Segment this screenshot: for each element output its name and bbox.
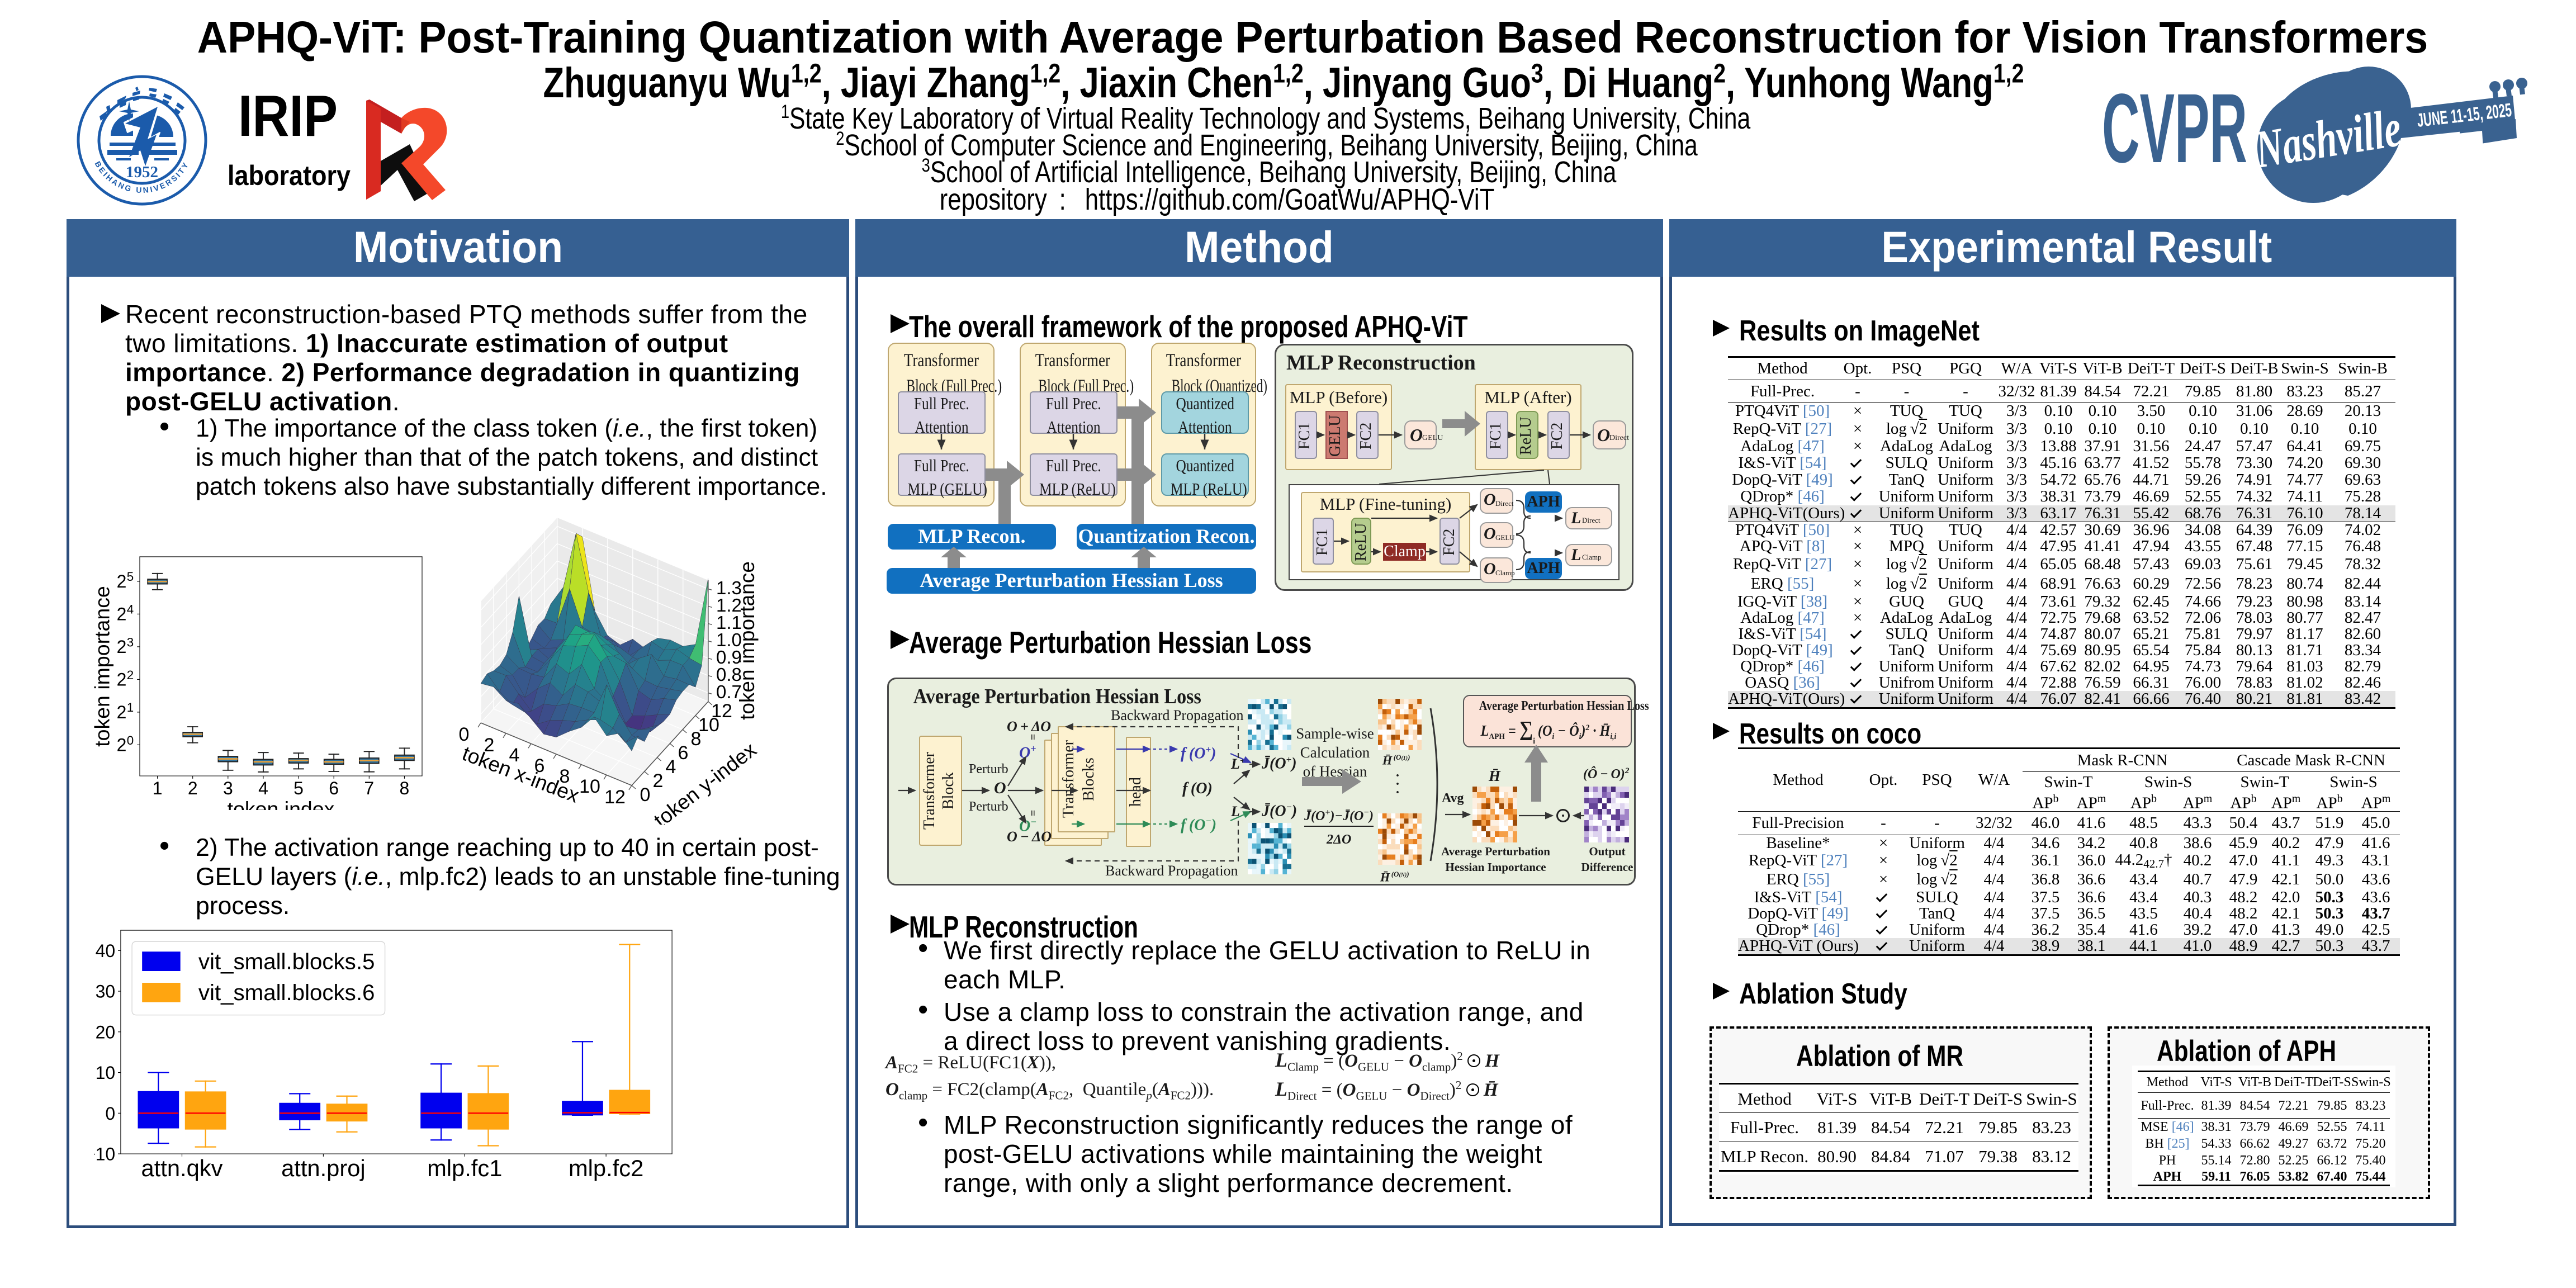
svg-text:4: 4 [509, 745, 520, 766]
svg-text:1.3: 1.3 [716, 577, 742, 598]
svg-text:vit_small.blocks.5: vit_small.blocks.5 [198, 949, 375, 974]
svg-text:12: 12 [711, 700, 732, 722]
svg-text:2 3: 2 3 [117, 635, 134, 657]
svg-text:attn.qkv: attn.qkv [141, 1155, 223, 1181]
svg-text:mlp.fc2: mlp.fc2 [569, 1155, 643, 1181]
svg-text:1952: 1952 [126, 163, 158, 181]
svg-text:2 4: 2 4 [117, 603, 134, 624]
svg-text:30: 30 [96, 982, 116, 1002]
svg-text:2 2: 2 2 [117, 668, 134, 690]
svg-text:token importance: token importance [90, 586, 113, 747]
svg-text:6: 6 [678, 742, 689, 764]
svg-text:0: 0 [640, 784, 651, 806]
svg-text:0.7: 0.7 [716, 681, 742, 702]
svg-text:token importance: token importance [736, 561, 759, 720]
svg-text:0.9: 0.9 [716, 647, 742, 667]
svg-text:8: 8 [560, 766, 570, 787]
svg-text:2: 2 [484, 735, 495, 756]
svg-text:1.2: 1.2 [716, 595, 742, 615]
svg-text:2: 2 [188, 778, 198, 798]
svg-text:CVPR: CVPR [2102, 74, 2247, 183]
svg-text:token index: token index [228, 797, 335, 810]
svg-text:40: 40 [96, 941, 116, 961]
svg-text:4: 4 [666, 756, 676, 778]
svg-text:1.0: 1.0 [716, 629, 742, 650]
svg-text:12: 12 [604, 787, 626, 808]
svg-text:4: 4 [258, 778, 268, 798]
svg-text:6: 6 [534, 755, 545, 776]
svg-text:1.1: 1.1 [716, 612, 742, 633]
svg-text:−10: −10 [94, 1144, 115, 1164]
svg-text:20: 20 [96, 1022, 116, 1042]
svg-text:0: 0 [459, 724, 470, 745]
svg-text:10: 10 [698, 714, 719, 736]
svg-text:5: 5 [293, 778, 304, 798]
svg-text:2 5: 2 5 [117, 570, 134, 591]
svg-text:token y-index: token y-index [650, 738, 761, 825]
svg-text:2: 2 [653, 770, 664, 792]
svg-text:0: 0 [105, 1104, 115, 1124]
svg-text:2 0: 2 0 [117, 733, 134, 755]
svg-text:mlp.fc1: mlp.fc1 [427, 1155, 502, 1181]
svg-text:3: 3 [223, 778, 233, 798]
svg-text:6: 6 [329, 778, 339, 798]
svg-text:8: 8 [691, 728, 702, 750]
svg-text:10: 10 [579, 776, 600, 797]
svg-text:attn.proj: attn.proj [281, 1155, 366, 1181]
svg-text:0.8: 0.8 [716, 664, 742, 685]
svg-text:vit_small.blocks.6: vit_small.blocks.6 [198, 980, 375, 1005]
svg-text:1: 1 [153, 778, 163, 798]
svg-text:8: 8 [400, 778, 410, 798]
svg-text:2 1: 2 1 [117, 700, 134, 722]
svg-text:7: 7 [364, 778, 374, 798]
svg-text:10: 10 [96, 1063, 116, 1083]
